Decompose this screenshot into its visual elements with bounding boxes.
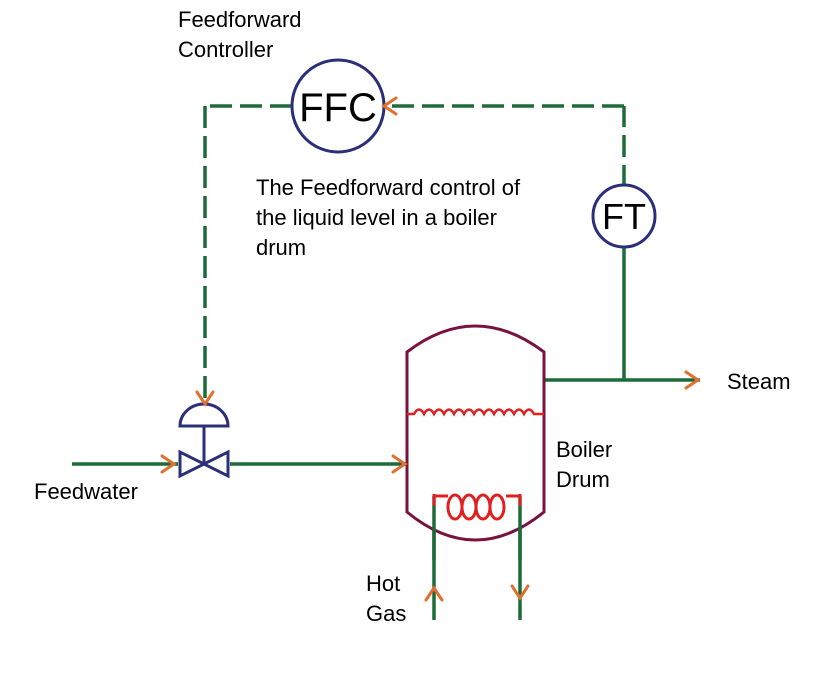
ft-label: FT [602, 196, 646, 237]
description-line3: drum [256, 235, 306, 260]
boiler-label-line1: Boiler [556, 437, 612, 462]
description-line1: The Feedforward control of [256, 175, 521, 200]
heating-coil-icon [432, 493, 522, 521]
ffc-label: FFC [299, 86, 377, 130]
controller-title-line1: Feedforward [178, 7, 302, 32]
arrow-steam-out [684, 370, 701, 390]
signal-lines [203, 104, 626, 402]
hot-gas-label-line1: Hot [366, 571, 400, 596]
hot-gas-label-line2: Gas [366, 601, 406, 626]
arrow-gas-out [510, 584, 530, 601]
boiler-drum [405, 324, 546, 542]
process-pipes [72, 246, 700, 620]
control-valve-icon [178, 402, 230, 479]
liquid-level-wave-icon [407, 408, 544, 417]
boiler-label-line2: Drum [556, 467, 610, 492]
arrow-into-ffc [381, 96, 398, 116]
arrow-into-drum [391, 454, 408, 474]
arrow-feedwater-into-valve [160, 454, 177, 474]
arrow-into-valve-actuator [195, 390, 215, 407]
flow-arrows [160, 96, 701, 602]
description-line2: the liquid level in a boiler [256, 205, 497, 230]
ft-instrument: FT [591, 183, 657, 249]
controller-title-line2: Controller [178, 37, 273, 62]
feedwater-label: Feedwater [34, 479, 138, 504]
arrow-hot-gas-in [424, 585, 444, 602]
steam-label: Steam [727, 369, 791, 394]
ffc-instrument: FFC [290, 58, 386, 154]
